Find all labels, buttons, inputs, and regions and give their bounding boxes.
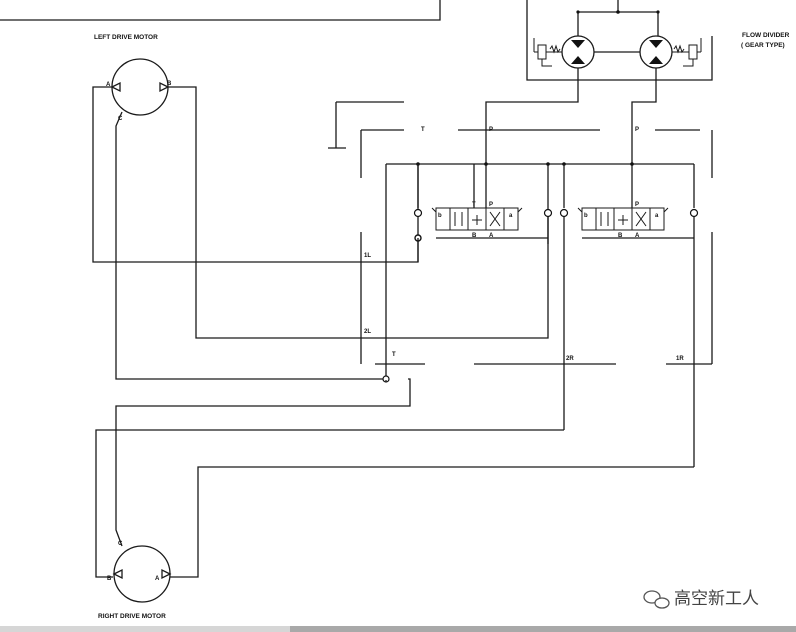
flow-divider — [526, 0, 713, 81]
line-1l — [92, 86, 419, 263]
right-motor-drain — [115, 378, 411, 547]
valve1-sol-a: a — [509, 213, 513, 219]
valve2-port-b: B — [618, 233, 623, 239]
right-motor-port-a: A — [155, 576, 160, 582]
line-2r — [95, 429, 564, 578]
port-2l: 2L — [364, 329, 371, 335]
top-port-p2: P — [635, 127, 639, 133]
right-motor-port-c: C — [118, 541, 123, 547]
flow-divider-label-2: ( GEAR TYPE) — [741, 42, 785, 49]
line-p1 — [485, 80, 579, 208]
valve2-port-p: P — [635, 202, 639, 208]
line-2l — [168, 86, 549, 339]
left-motor-port-a: A — [106, 82, 111, 88]
line-p2 — [631, 80, 657, 208]
port-2r: 2R — [566, 356, 574, 362]
line-1r — [170, 466, 694, 578]
right-motor-port-b: B — [107, 576, 112, 582]
directional-valve-2: b a P B A — [559, 164, 699, 467]
left-motor-port-b: B — [167, 81, 172, 87]
directional-valve-1: b a T P B A — [413, 164, 553, 262]
right-motor-label: RIGHT DRIVE MOTOR — [98, 613, 166, 620]
bottom-bar-shade — [290, 626, 796, 632]
left-motor-port-c: C — [118, 116, 123, 122]
valve1-port-b: B — [472, 233, 477, 239]
valve1-port-p: P — [489, 202, 493, 208]
valve2-sol-a: a — [655, 213, 659, 219]
tank-symbol — [328, 102, 346, 149]
top-port-t: T — [421, 127, 425, 133]
valve1-sol-b: b — [438, 213, 442, 219]
port-1l: 1L — [364, 253, 371, 259]
frame-corner — [0, 0, 441, 21]
watermark-text: 高空新工人 — [674, 589, 759, 609]
valve2-sol-b: b — [584, 213, 588, 219]
flow-divider-label-1: FLOW DIVIDER — [742, 32, 790, 39]
bottom-port-t: T — [392, 352, 396, 358]
port-1r: 1R — [676, 356, 684, 362]
wechat-icon — [643, 590, 670, 609]
valve1-port-a: A — [489, 233, 494, 239]
left-motor-drain — [115, 111, 386, 380]
left-motor-label: LEFT DRIVE MOTOR — [94, 34, 158, 41]
valve2-port-a: A — [635, 233, 640, 239]
